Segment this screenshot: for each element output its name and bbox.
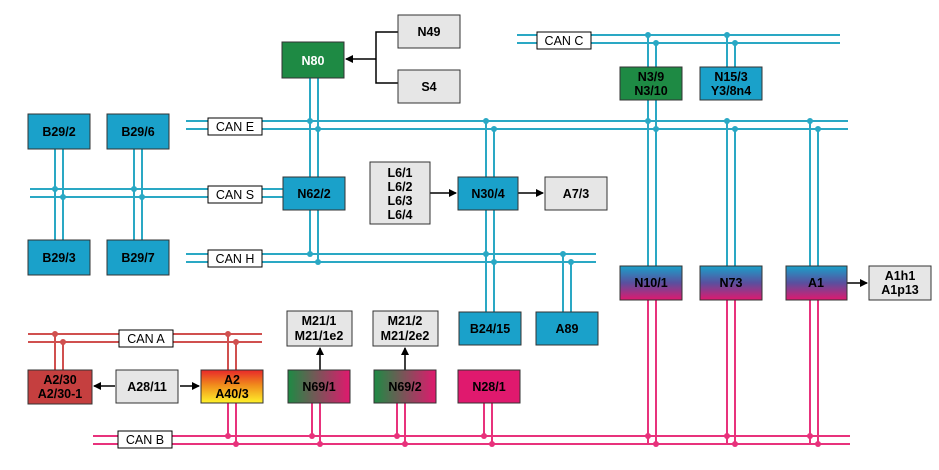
svg-text:A2/30: A2/30 (43, 373, 76, 387)
svg-text:B29/6: B29/6 (121, 125, 154, 139)
module-n62-2[interactable]: N62/2 (282, 176, 346, 211)
module-n49[interactable]: N49 (397, 14, 461, 49)
module-a2-30[interactable]: A2/30 A2/30-1 (27, 369, 93, 405)
bus-label-can-s: CAN S (207, 185, 263, 204)
svg-text:B29/7: B29/7 (121, 251, 154, 265)
junction-dots (52, 32, 821, 447)
module-s4[interactable]: S4 (397, 69, 461, 104)
svg-text:N69/1: N69/1 (302, 380, 335, 394)
module-n69-1[interactable]: N69/1 (287, 369, 351, 404)
module-n73[interactable]: N73 (699, 265, 763, 301)
bus-label-can-b: CAN B (117, 430, 173, 449)
module-b29-6[interactable]: B29/6 (106, 113, 170, 150)
svg-text:M21/1: M21/1 (302, 314, 337, 328)
svg-text:B24/15: B24/15 (470, 322, 510, 336)
svg-text:B29/3: B29/3 (42, 251, 75, 265)
module-a1[interactable]: A1 (785, 265, 848, 301)
can-e-bus-lines (186, 120, 848, 130)
svg-text:S4: S4 (421, 80, 436, 94)
module-b29-7[interactable]: B29/7 (106, 239, 170, 276)
svg-text:CAN C: CAN C (545, 34, 584, 48)
svg-text:A2: A2 (224, 373, 240, 387)
module-m21-2[interactable]: M21/2 M21/2e2 (372, 310, 439, 347)
svg-text:N49: N49 (418, 25, 441, 39)
module-l6[interactable]: L6/1 L6/2 L6/3 L6/4 (369, 161, 431, 225)
svg-text:CAN H: CAN H (216, 252, 255, 266)
svg-text:N3/10: N3/10 (634, 84, 667, 98)
svg-text:Y3/8n4: Y3/8n4 (711, 84, 751, 98)
svg-text:L6/4: L6/4 (387, 208, 412, 222)
module-n10-1[interactable]: N10/1 (619, 265, 683, 301)
bus-label-can-c: CAN C (536, 31, 592, 50)
module-b24-15[interactable]: B24/15 (458, 311, 522, 346)
module-a2[interactable]: A2 A40/3 (200, 369, 264, 404)
module-n69-2[interactable]: N69/2 (373, 369, 437, 404)
bus-lines (28, 34, 850, 445)
svg-text:A2/30-1: A2/30-1 (38, 387, 83, 401)
bus-label-can-a: CAN A (118, 329, 174, 348)
svg-text:M21/2: M21/2 (388, 314, 423, 328)
module-n30-4[interactable]: N30/4 (457, 176, 519, 211)
svg-text:N62/2: N62/2 (297, 187, 330, 201)
svg-text:A89: A89 (556, 322, 579, 336)
svg-text:L6/3: L6/3 (387, 194, 412, 208)
svg-text:N80: N80 (302, 54, 325, 68)
module-n28-1[interactable]: N28/1 (457, 369, 521, 404)
svg-text:A40/3: A40/3 (215, 387, 248, 401)
module-a7-3[interactable]: A7/3 (544, 176, 608, 211)
arrows (93, 31, 868, 390)
module-b29-2[interactable]: B29/2 (27, 113, 91, 150)
svg-text:N73: N73 (720, 276, 743, 290)
svg-text:N69/2: N69/2 (388, 380, 421, 394)
svg-text:N28/1: N28/1 (472, 380, 505, 394)
module-a89[interactable]: A89 (535, 311, 599, 346)
svg-text:A1: A1 (808, 276, 824, 290)
can-b-bus-lines (93, 435, 850, 445)
svg-text:CAN B: CAN B (126, 433, 164, 447)
bus-label-can-e: CAN E (207, 117, 263, 136)
svg-text:A1h1: A1h1 (885, 269, 916, 283)
bus-label-can-h: CAN H (207, 249, 263, 268)
svg-text:B29/2: B29/2 (42, 125, 75, 139)
svg-text:N3/9: N3/9 (638, 70, 664, 84)
module-n3-9[interactable]: N3/9 N3/10 (619, 66, 683, 101)
svg-text:L6/2: L6/2 (387, 180, 412, 194)
svg-text:CAN A: CAN A (127, 332, 165, 346)
module-m21-1[interactable]: M21/1 M21/1e2 (286, 310, 353, 347)
module-n15-3[interactable]: N15/3 Y3/8n4 (699, 66, 763, 101)
module-n80[interactable]: N80 (281, 41, 345, 79)
svg-text:L6/1: L6/1 (387, 166, 412, 180)
module-b29-3[interactable]: B29/3 (27, 239, 91, 276)
svg-text:A28/11: A28/11 (127, 380, 167, 394)
svg-text:M21/2e2: M21/2e2 (381, 329, 430, 343)
module-a28-11[interactable]: A28/11 (115, 369, 179, 404)
svg-text:N15/3: N15/3 (714, 70, 747, 84)
svg-text:A1p13: A1p13 (881, 283, 919, 297)
svg-text:N30/4: N30/4 (471, 187, 504, 201)
svg-text:M21/1e2: M21/1e2 (295, 329, 344, 343)
module-a1h1[interactable]: A1h1 A1p13 (868, 265, 932, 301)
svg-text:A7/3: A7/3 (563, 187, 589, 201)
svg-text:CAN E: CAN E (216, 120, 254, 134)
svg-text:N10/1: N10/1 (634, 276, 667, 290)
n49-s4-bracket (375, 31, 398, 84)
svg-text:CAN S: CAN S (216, 188, 254, 202)
